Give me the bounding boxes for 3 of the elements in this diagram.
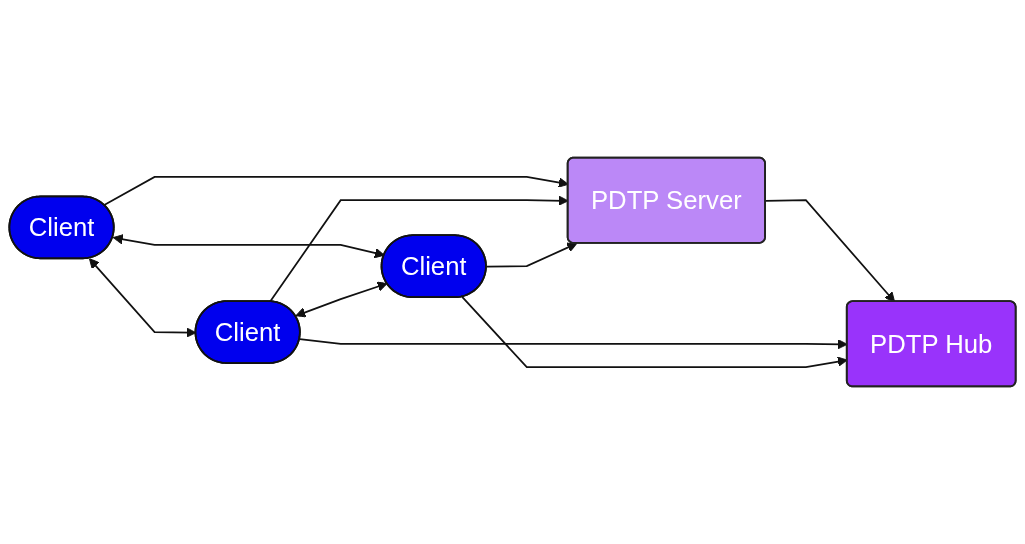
arrow bbox=[112, 234, 385, 259]
arrow bbox=[485, 242, 578, 268]
arrow bbox=[295, 281, 388, 318]
